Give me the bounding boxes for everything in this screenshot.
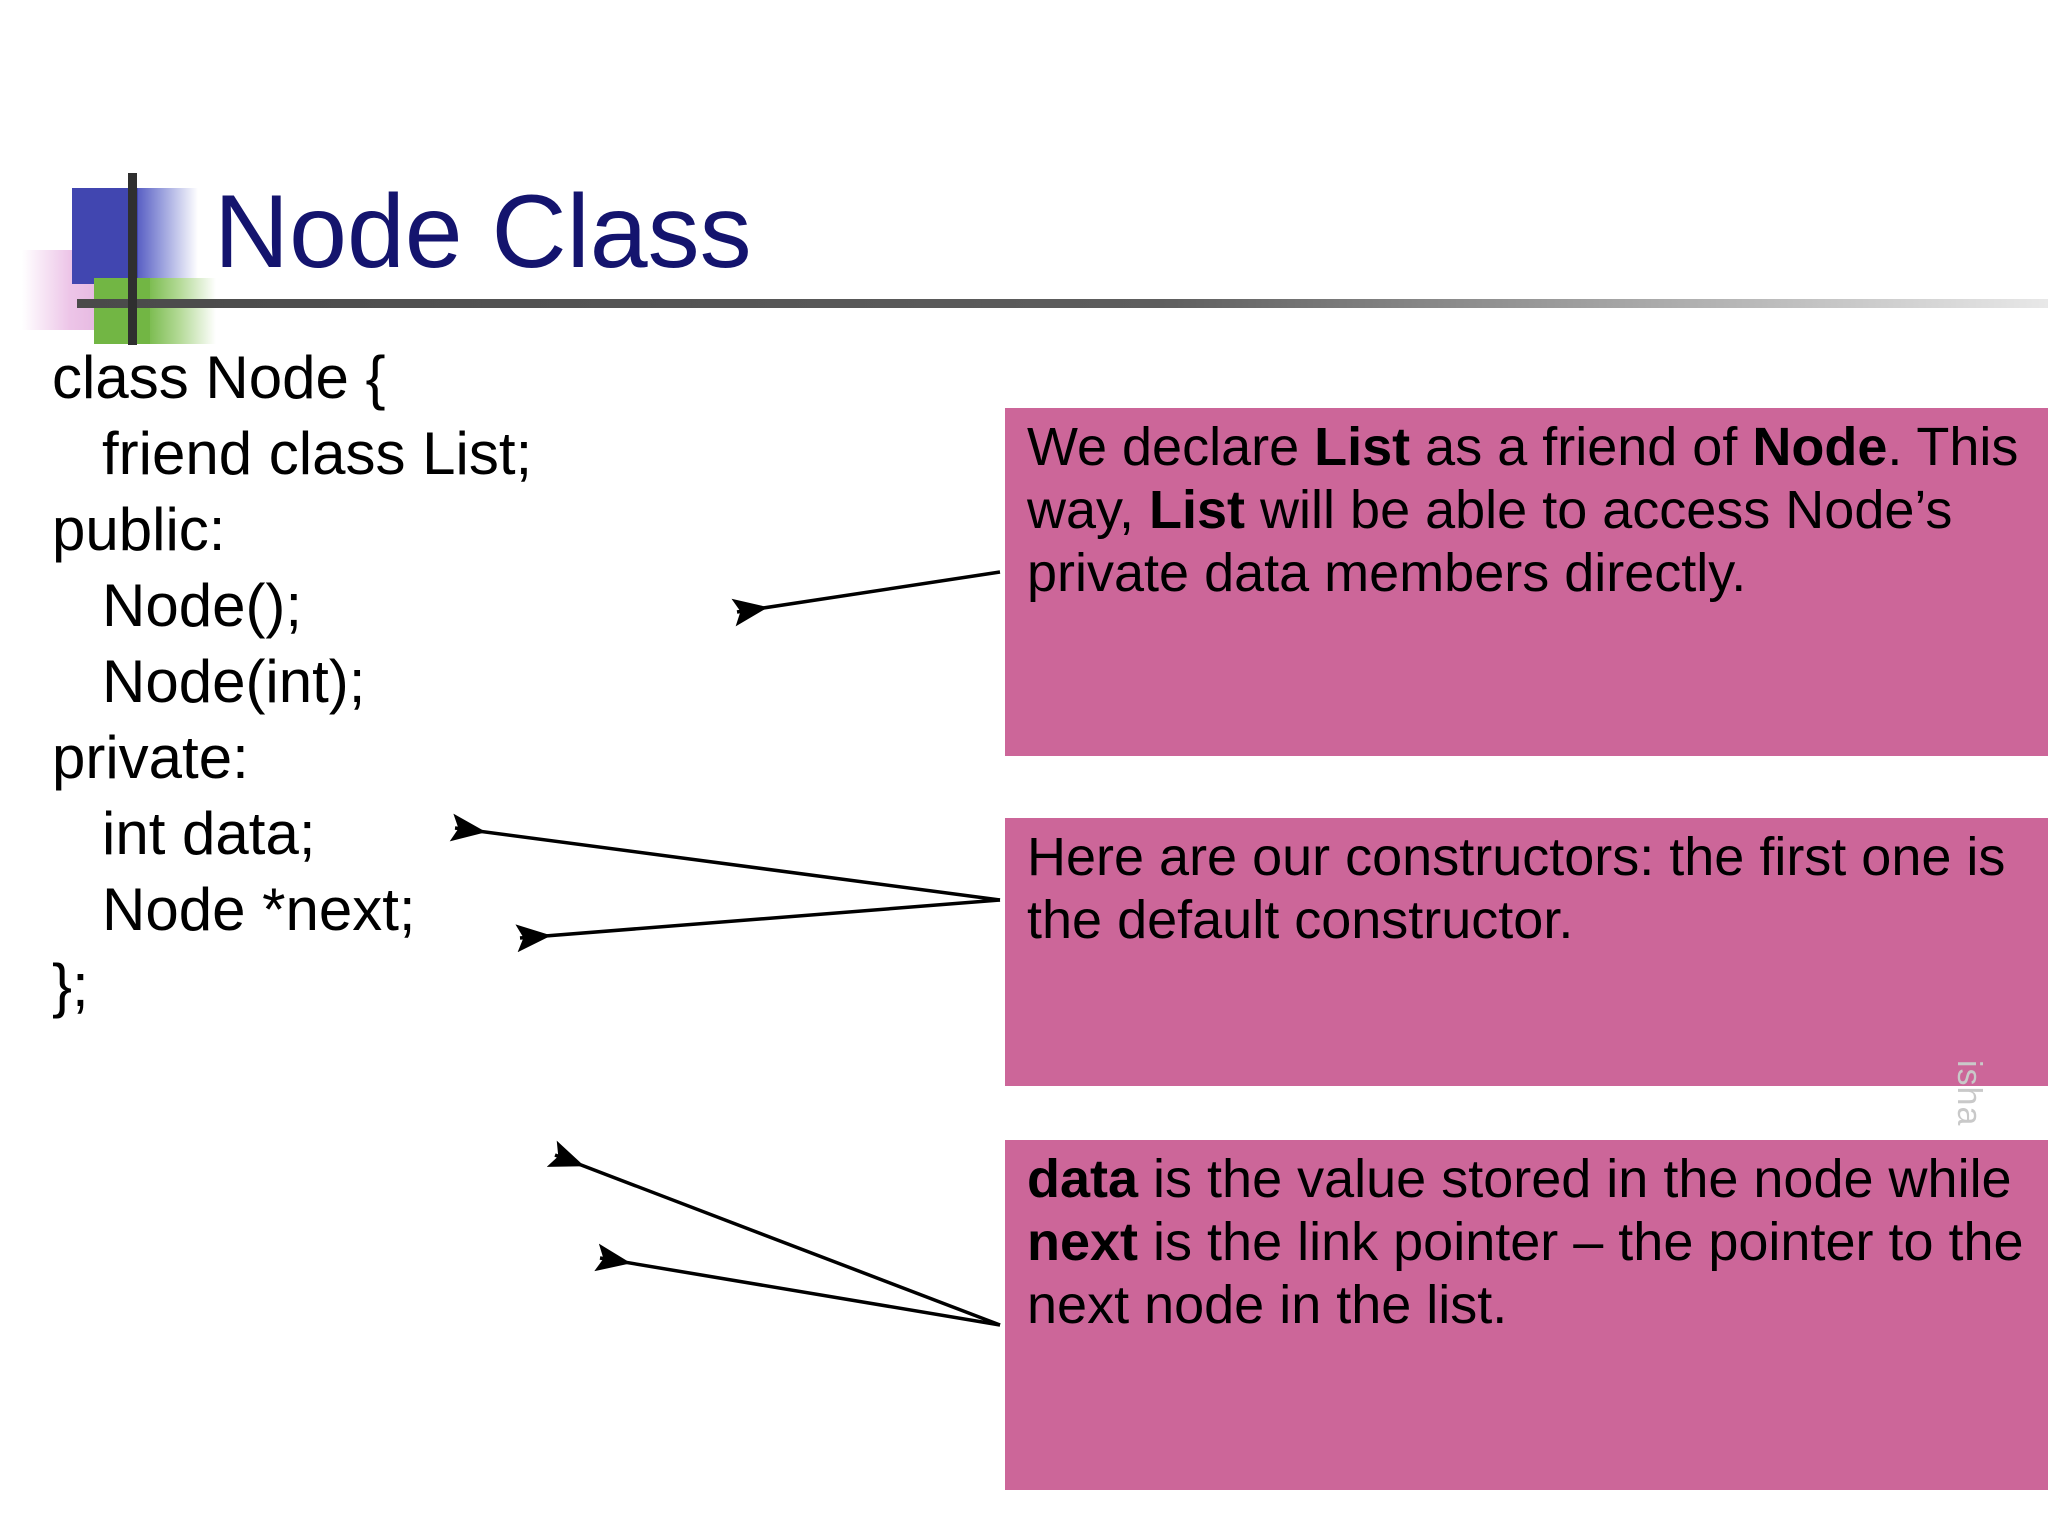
code-line: Node *next;	[52, 876, 416, 943]
watermark-text: isha	[1950, 1060, 1988, 1127]
arrow-to-int-data	[546, 1140, 1001, 1327]
code-line: int data;	[52, 800, 316, 867]
callout-text: is the link pointer – the pointer to the…	[1027, 1211, 2024, 1335]
callout-emphasis: data	[1027, 1149, 1139, 1209]
code-listing: class Node { friend class List; public: N…	[52, 340, 772, 1024]
code-line: friend class List;	[52, 420, 533, 487]
callout-text: . This way,	[1027, 417, 2019, 540]
callout-emphasis: Node	[1752, 417, 1888, 477]
decoration-green-gradient-block	[150, 278, 216, 344]
callout-emphasis: List	[1149, 479, 1246, 540]
title-horizontal-rule	[77, 299, 2048, 308]
callout-text: will be able to access Node’s private da…	[1027, 479, 1953, 603]
callout-data-members: data is the value stored in the node whi…	[1005, 1140, 2048, 1490]
code-line: class Node {	[52, 344, 386, 411]
callout-text: Here are our constructors: the first one…	[1027, 827, 2006, 950]
decoration-blue-gradient-block	[138, 188, 198, 284]
code-line: Node();	[52, 572, 303, 639]
code-line: public:	[52, 496, 226, 563]
callout-text: We declare	[1027, 417, 1315, 477]
code-line: Node(int);	[52, 648, 366, 715]
decoration-green-block	[94, 278, 150, 344]
callout-emphasis: List	[1314, 417, 1411, 477]
callout-text: is the value stored in the node while	[1138, 1149, 2012, 1209]
callout-constructors: Here are our constructors: the first one…	[1005, 818, 2048, 1086]
callout-text: as a friend of	[1410, 417, 1753, 477]
page-title: Node Class	[214, 174, 752, 290]
callout-friend-declaration: We declare List as a friend of Node. Thi…	[1005, 408, 2048, 756]
code-line: private:	[52, 724, 249, 791]
arrow-to-node-next	[594, 1243, 1001, 1327]
title-vertical-rule	[128, 173, 137, 345]
code-line: };	[52, 952, 89, 1019]
decoration-blue-block	[72, 188, 138, 284]
callout-emphasis: next	[1027, 1211, 1139, 1272]
arrow-to-friend-class-list	[731, 570, 1001, 627]
